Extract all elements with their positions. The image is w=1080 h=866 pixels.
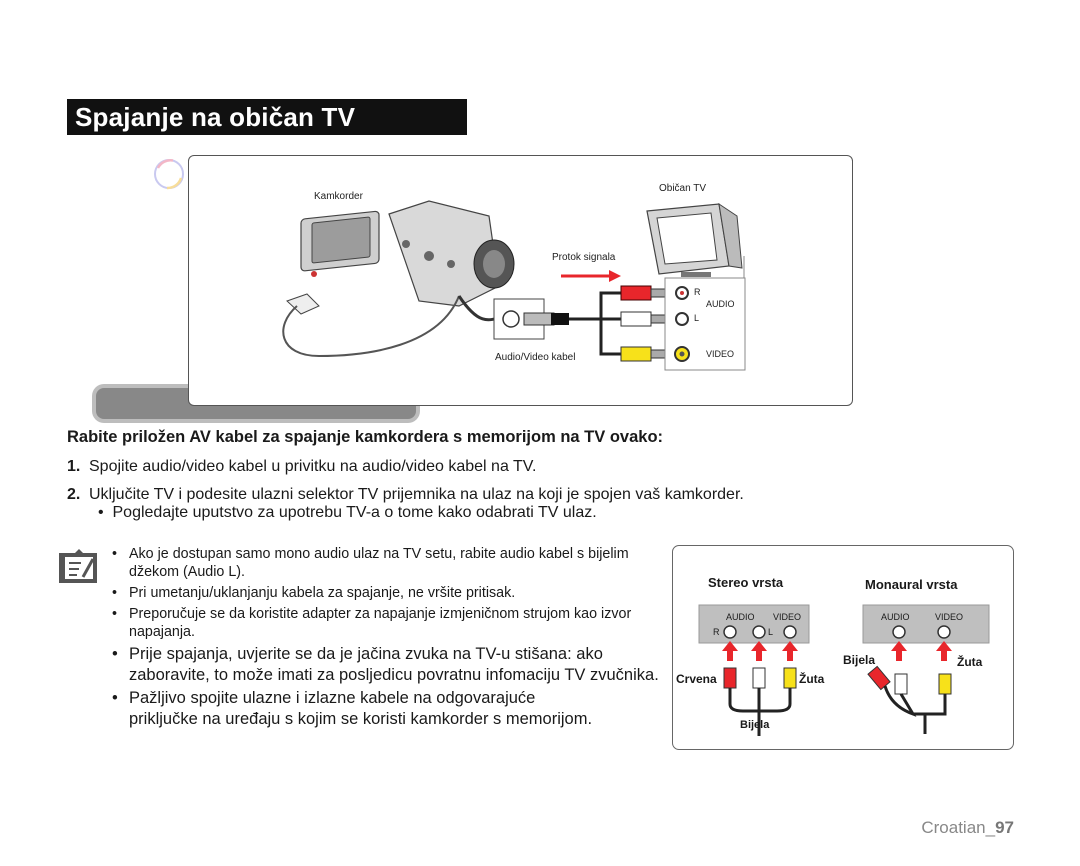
page-footer: Croatian_97 bbox=[921, 818, 1014, 838]
stereo-mono-diagram: Stereo vrsta Monaural vrsta AUDIO VIDEO … bbox=[672, 545, 1014, 750]
power-adapter-illustration bbox=[282, 293, 460, 358]
note-item: Preporučuje se da koristite adapter za n… bbox=[112, 605, 652, 641]
jack-l-label: L bbox=[694, 313, 700, 323]
step-2: 2. Uključite TV i podesite ulazni selekto… bbox=[67, 486, 744, 504]
stereo-l-label: L bbox=[768, 627, 774, 637]
signal-flow-label: Protok signala bbox=[552, 252, 616, 263]
step-text: Spojite audio/video kabel u privitku na … bbox=[89, 458, 537, 475]
step-number: 1. bbox=[67, 458, 81, 475]
white-label-left: Bijela bbox=[740, 719, 770, 731]
mono-video-label: VIDEO bbox=[935, 612, 964, 622]
notes-list: Ako je dostupan samo mono audio ulaz na … bbox=[112, 545, 659, 732]
stereo-plugs-illustration bbox=[723, 667, 797, 736]
note-icon bbox=[59, 549, 97, 583]
step-2-bullet: • Pogledajte uputstvo za upotrebu TV-a o… bbox=[98, 504, 597, 521]
note-item: Ako je dostupan samo mono audio ulaz na … bbox=[112, 545, 652, 581]
stereo-audio-label: AUDIO bbox=[726, 612, 755, 622]
red-label: Crvena bbox=[676, 672, 717, 686]
step-2-bullet-text: Pogledajte uputstvo za upotrebu TV-a o t… bbox=[112, 504, 597, 521]
tv-jack-panel-illustration bbox=[664, 277, 746, 371]
tv-label: Običan TV bbox=[659, 183, 707, 194]
insert-arrows-icon bbox=[722, 641, 952, 661]
step-text: Uključite TV i podesite ulazni selektor … bbox=[89, 486, 744, 503]
yellow-label-left: Žuta bbox=[799, 672, 825, 686]
step-1: 1. Spojite audio/video kabel u privitku n… bbox=[67, 458, 536, 476]
cable-label: Audio/Video kabel bbox=[495, 352, 576, 363]
mono-plugs-illustration bbox=[867, 665, 952, 734]
note-item: Prije spajanja, uvjerite se da je jačina… bbox=[112, 644, 664, 685]
stereo-video-label: VIDEO bbox=[773, 612, 802, 622]
note-item: Pri umetanju/uklanjanju kabela za spajan… bbox=[112, 584, 652, 602]
jack-r-label: R bbox=[694, 287, 701, 297]
intro-text: Rabite priložen AV kabel za spajanje kam… bbox=[67, 428, 664, 446]
av-plug-illustration bbox=[493, 298, 569, 340]
stereo-title: Stereo vrsta bbox=[708, 575, 784, 590]
yellow-label-right: Žuta bbox=[957, 655, 983, 669]
footer-language: Croatian_ bbox=[921, 818, 996, 837]
camcorder-illustration bbox=[300, 200, 515, 307]
white-label-right: Bijela bbox=[843, 653, 876, 667]
decorative-circle-icon bbox=[154, 159, 184, 190]
rca-plugs-illustration bbox=[620, 285, 666, 362]
stereo-r-label: R bbox=[713, 627, 720, 637]
note-item: Pažljivo spojite ulazne i izlazne kabele… bbox=[112, 688, 594, 729]
stereo-mono-drawing bbox=[698, 604, 990, 736]
video-label: VIDEO bbox=[706, 349, 735, 359]
mono-title: Monaural vrsta bbox=[865, 577, 958, 592]
connection-diagram: Kamkorder Običan TV Protok signala Audio… bbox=[188, 155, 853, 406]
tv-illustration bbox=[646, 202, 745, 278]
camcorder-label: Kamkorder bbox=[314, 191, 363, 202]
mono-audio-label: AUDIO bbox=[881, 612, 910, 622]
page-number: 97 bbox=[995, 818, 1014, 837]
audio-label: AUDIO bbox=[706, 299, 735, 309]
step-number: 2. bbox=[67, 486, 81, 503]
signal-flow-arrow-icon bbox=[561, 270, 621, 282]
connection-diagram-drawing bbox=[282, 200, 746, 371]
page-title: Spajanje na običan TV (16:9/4:3) bbox=[67, 99, 467, 168]
